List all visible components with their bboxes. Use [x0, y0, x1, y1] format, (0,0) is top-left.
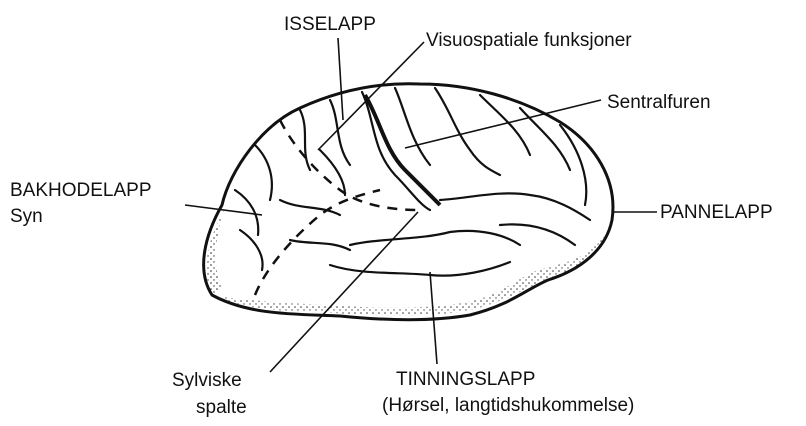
label-tinningslapp: TINNINGSLAPP [396, 369, 535, 391]
label-spalte: spalte [196, 397, 247, 419]
label-pannelapp: PANNELAPP [660, 202, 773, 224]
label-isselapp: ISSELAPP [284, 14, 376, 36]
label-tinningslapp-desc: (Hørsel, langtidshukommelse) [382, 395, 634, 417]
label-visuospatial: Visuospatiale funksjoner [426, 30, 632, 52]
label-bakhodelapp: BAKHODELAPP [10, 180, 152, 202]
label-sentralfuren: Sentralfuren [607, 92, 711, 114]
label-syn: Syn [10, 206, 43, 228]
brain-outline [204, 84, 613, 320]
label-sylviske: Sylviske [172, 370, 242, 392]
